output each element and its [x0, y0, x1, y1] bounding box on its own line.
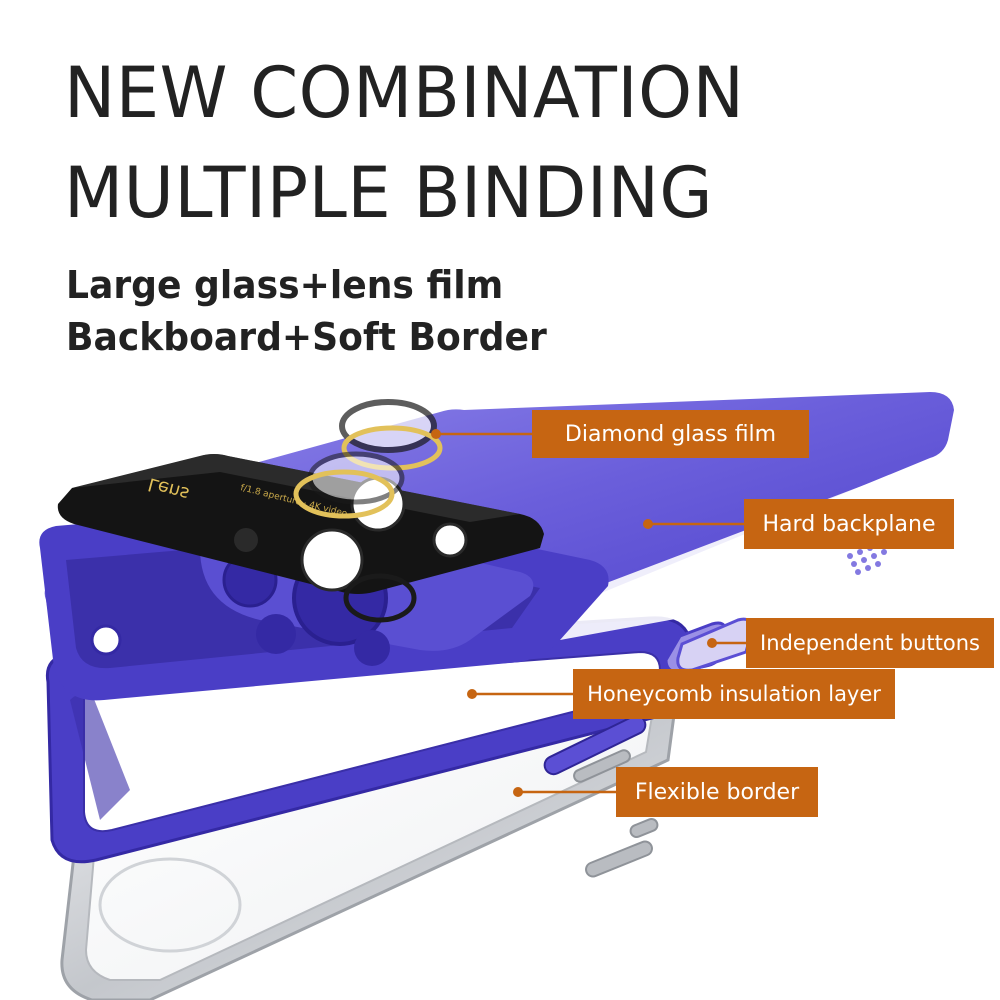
callout-independent-buttons: Independent buttons — [746, 618, 994, 668]
lens-rings — [293, 399, 443, 623]
callout-leaders — [431, 429, 746, 797]
callout-honeycomb-insulation-layer: Honeycomb insulation layer — [573, 669, 895, 719]
callout-diamond-glass-film: Diamond glass film — [532, 410, 809, 458]
subheadline-line-2: Backboard+Soft Border — [66, 315, 547, 359]
subheadline-line-1: Large glass+lens film — [66, 263, 504, 307]
headline-line-1: NEW COMBINATION — [64, 52, 745, 134]
callout-hard-backplane: Hard backplane — [744, 499, 954, 549]
phone-body — [60, 683, 678, 1000]
callout-flexible-border: Flexible border — [616, 767, 818, 817]
headline-line-2: MULTIPLE BINDING — [64, 152, 714, 234]
